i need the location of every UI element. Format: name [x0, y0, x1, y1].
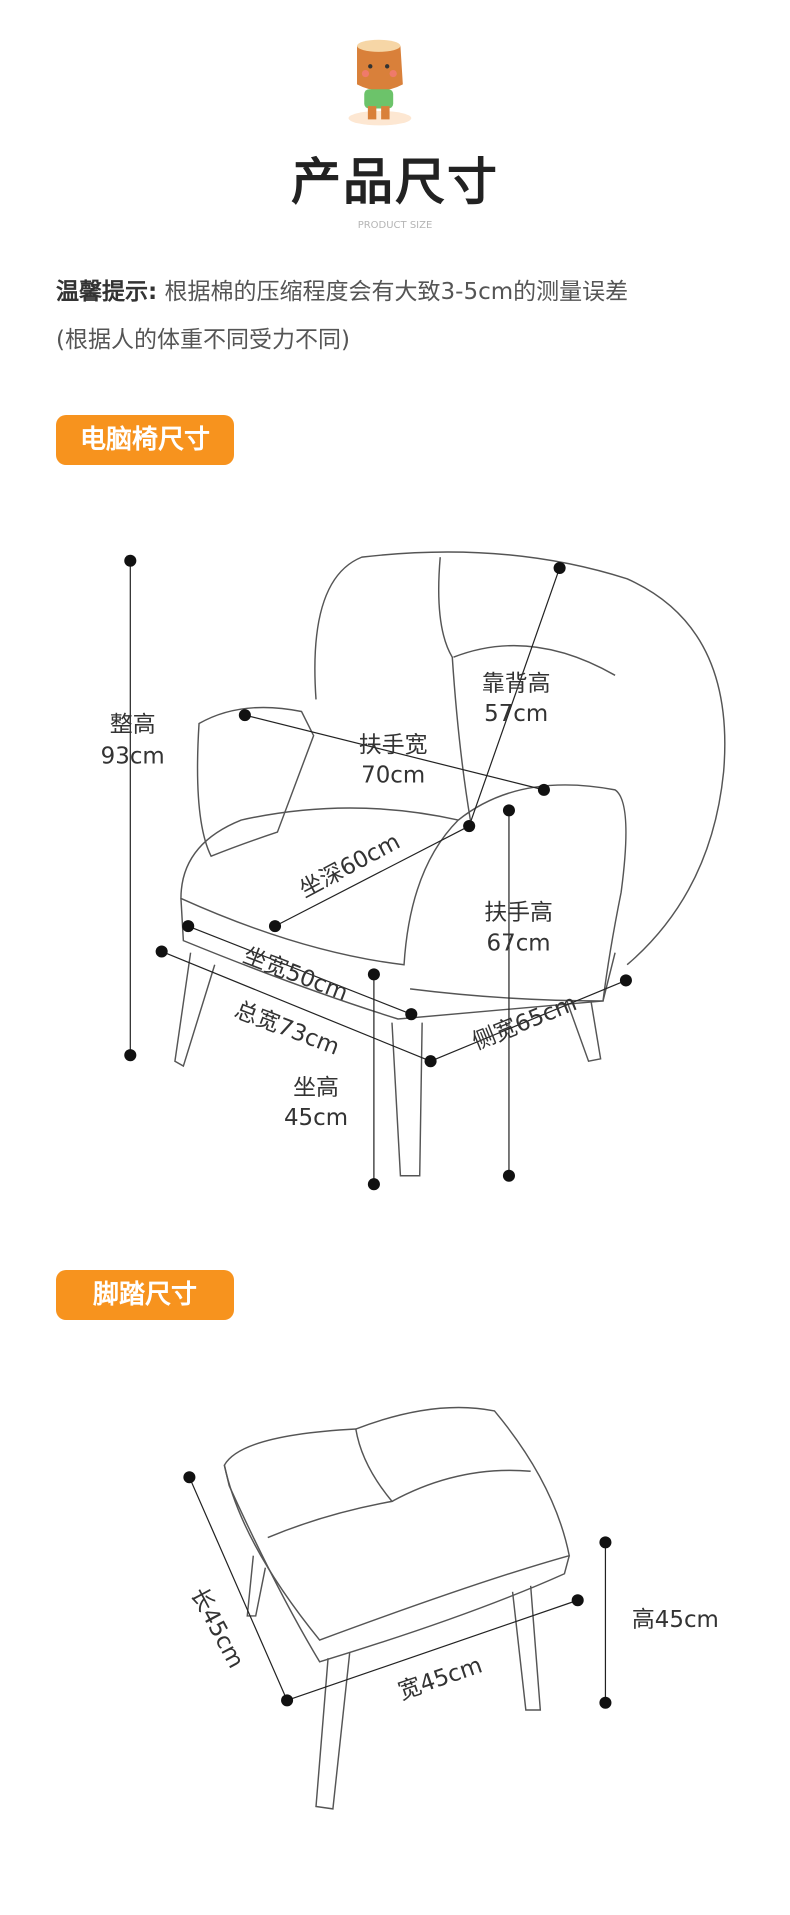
ottoman-dimension-labels: 长45cm 宽45cm 高45cm	[185, 1584, 719, 1706]
back-height-name: 靠背高	[482, 671, 551, 697]
total-height-name: 整高	[110, 712, 156, 738]
arm-height-value: 67cm	[487, 930, 551, 956]
arm-width-value: 70cm	[361, 763, 425, 789]
chair-dimension-lines	[129, 560, 627, 1185]
seat-height-name: 坐高	[293, 1075, 339, 1101]
page-title: 产品尺寸	[291, 153, 499, 211]
side-width-label: 侧宽65cm	[469, 990, 581, 1055]
ottoman-dimension-dots	[183, 1471, 612, 1709]
seat-depth-label: 坐深60cm	[295, 829, 404, 904]
ottoman-drawing	[223, 1406, 571, 1810]
page-subtitle: PRODUCT SIZE	[357, 220, 433, 231]
arm-width-name: 扶手宽	[359, 732, 428, 758]
ottoman-dimension-lines	[188, 1477, 607, 1703]
seat-height-value: 45cm	[284, 1105, 348, 1131]
total-width-label: 总宽73cm	[231, 997, 343, 1061]
total-height-value: 93cm	[101, 743, 165, 769]
chair-dimension-dots	[124, 554, 632, 1191]
tip-label: 温馨提示:	[56, 279, 158, 305]
back-height-value: 57cm	[484, 701, 548, 727]
tip-note: (根据人的体重不同受力不同)	[56, 327, 350, 353]
arm-height-name: 扶手高	[484, 900, 553, 926]
tip-line: 温馨提示: 根据棉的压缩程度会有大致3-5cm的测量误差	[56, 272, 628, 306]
section-badge-chair: 电脑椅尺寸	[56, 415, 234, 465]
ottoman-height-label: 高45cm	[632, 1607, 719, 1633]
mascot-logo	[348, 39, 412, 126]
section-badge-ottoman: 脚踏尺寸	[56, 1270, 234, 1320]
chair-drawing	[174, 551, 726, 1177]
ottoman-width-label: 宽45cm	[395, 1652, 486, 1705]
ottoman-length-label: 长45cm	[185, 1584, 249, 1673]
tip-text: 根据棉的压缩程度会有大致3-5cm的测量误差	[164, 279, 629, 305]
